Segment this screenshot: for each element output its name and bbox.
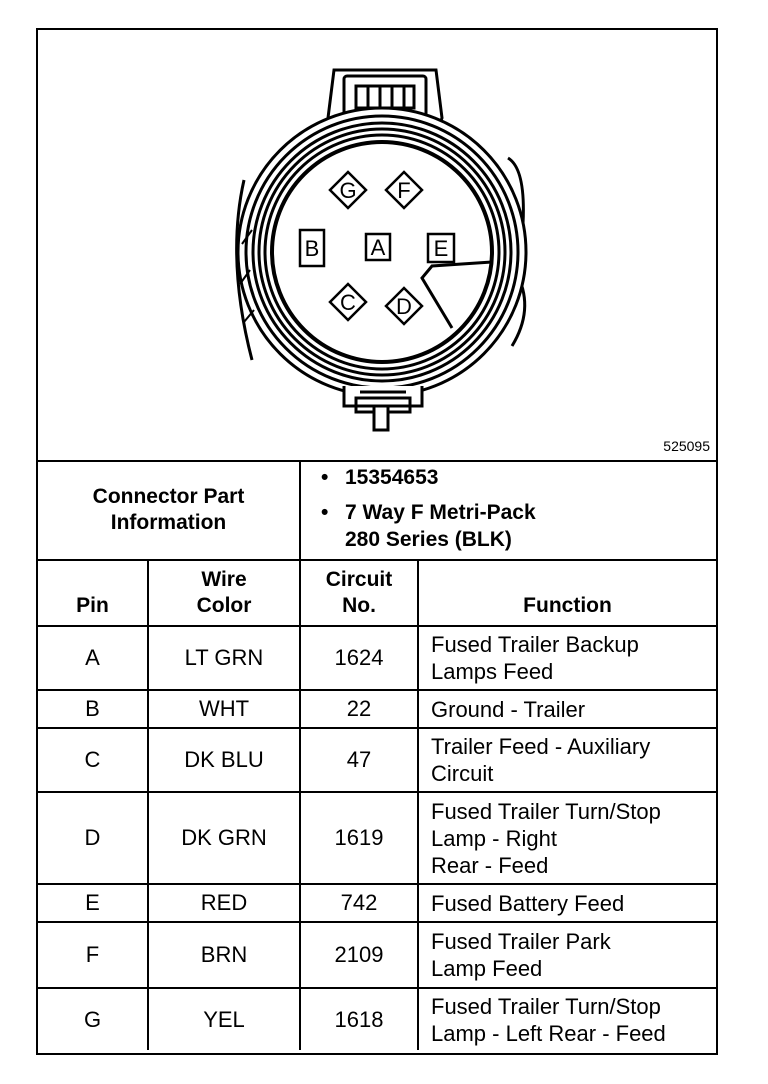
function-line: Lamp - Left Rear - Feed xyxy=(431,1020,666,1046)
pin-label-c: C xyxy=(340,290,356,315)
pin-cell: D xyxy=(38,791,149,885)
function-line: Fused Trailer Park xyxy=(431,929,611,954)
circuit-cell: 1619 xyxy=(299,791,419,885)
wire-color-cell: RED xyxy=(147,883,301,923)
function-line: Rear - Feed xyxy=(431,852,549,878)
connector-document: G F B A E C D 525095 Connector Part Info… xyxy=(36,28,718,1055)
function-line: Fused Trailer Backup xyxy=(431,632,639,657)
wire-color-cell: DK BLU xyxy=(147,727,301,793)
pin-cell: E xyxy=(38,883,149,923)
pin-label-b: B xyxy=(305,236,320,261)
wire-color-cell: YEL xyxy=(147,987,301,1050)
pin-cell: B xyxy=(38,689,149,729)
wire-color-cell: LT GRN xyxy=(147,625,301,691)
circuit-cell: 742 xyxy=(299,883,419,923)
pin-cell: A xyxy=(38,625,149,691)
function-line: Fused Trailer Turn/Stop xyxy=(431,798,661,824)
function-line: Lamp Feed xyxy=(431,956,543,981)
header-function: Function xyxy=(417,559,716,627)
pin-label-g: G xyxy=(339,178,356,203)
wire-color-cell: BRN xyxy=(147,921,301,989)
function-line: Trailer Feed - Auxiliary xyxy=(431,734,651,759)
connector-info-list: • 15354653 • 7 Way F Metri-Pack 280 Seri… xyxy=(299,460,716,561)
connector-info-row: Connector Part Information • 15354653 • … xyxy=(38,460,716,561)
info-item-part-number: • 15354653 xyxy=(321,466,439,489)
circuit-cell: 1624 xyxy=(299,625,419,691)
function-line: Lamp - Right xyxy=(431,825,557,851)
pin-label-d: D xyxy=(396,294,412,319)
circuit-cell: 2109 xyxy=(299,921,419,989)
function-line: Fused Battery Feed xyxy=(431,890,625,916)
pin-cell: G xyxy=(38,987,149,1050)
pin-label-e: E xyxy=(434,236,449,261)
function-cell: Ground - Trailer xyxy=(417,689,716,729)
wire-color-cell: DK GRN xyxy=(147,791,301,885)
circuit-cell: 22 xyxy=(299,689,419,729)
circuit-cell: 47 xyxy=(299,727,419,793)
info-item-description: • 7 Way F Metri-Pack 280 Series (BLK) xyxy=(321,501,536,551)
figure-id: 525095 xyxy=(663,438,710,454)
function-cell: Fused Battery Feed xyxy=(417,883,716,923)
pin-cell: F xyxy=(38,921,149,989)
connector-info-label: Connector Part Information xyxy=(38,460,301,561)
pin-label-a: A xyxy=(371,235,386,260)
circuit-cell: 1618 xyxy=(299,987,419,1050)
connector-diagram-panel: G F B A E C D 525095 xyxy=(38,30,716,462)
function-line: Lamps Feed xyxy=(431,659,554,684)
function-line: Circuit xyxy=(431,761,494,786)
pin-cell: C xyxy=(38,727,149,793)
connector-face-diagram: G F B A E C D xyxy=(235,68,528,432)
header-pin: Pin xyxy=(38,559,149,627)
function-line: Ground - Trailer xyxy=(431,696,586,722)
pinout-table: Connector Part Information • 15354653 • … xyxy=(38,460,716,1050)
pin-label-f: F xyxy=(397,178,410,203)
wire-color-cell: WHT xyxy=(147,689,301,729)
function-line: Fused Trailer Turn/Stop xyxy=(431,993,661,1019)
